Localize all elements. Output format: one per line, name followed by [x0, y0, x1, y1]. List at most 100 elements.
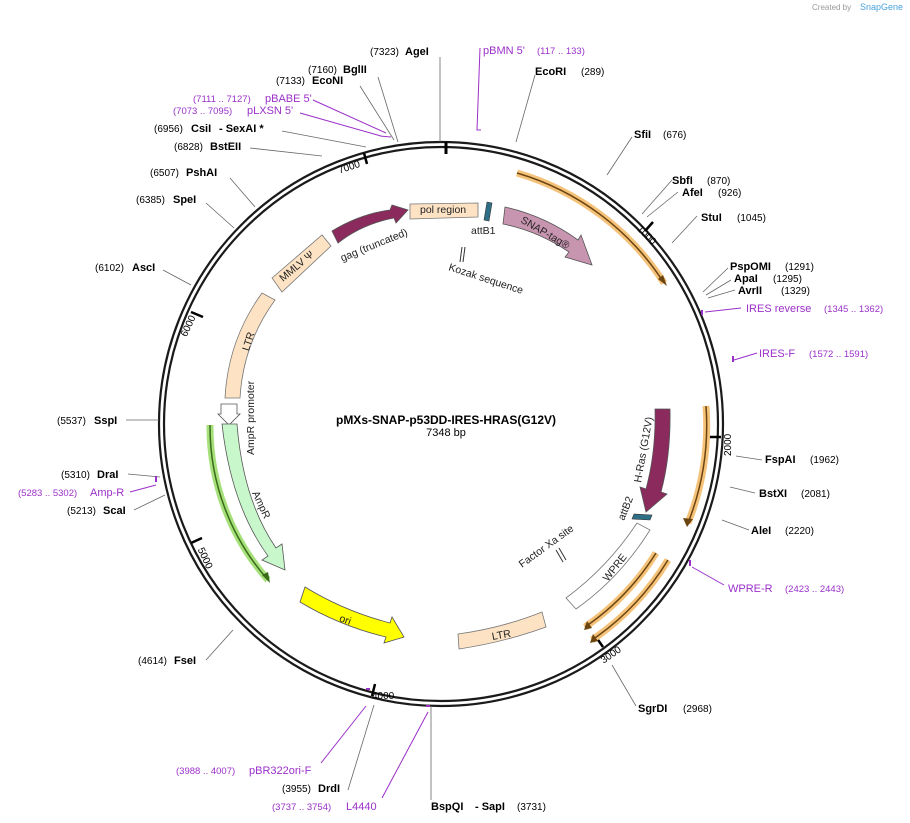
factor-xa-marker — [555, 547, 567, 563]
primer-marks — [155, 310, 734, 707]
site-pos-pshai: (6507) — [150, 168, 179, 179]
mmlv-feature — [271, 234, 332, 293]
pol-region-feature — [409, 202, 479, 220]
attb1-feature — [483, 201, 493, 222]
site-name-bstxi: BstXI — [759, 488, 787, 500]
primer-name-pbabe: pBABE 5' — [265, 93, 312, 105]
site-name-sbfi: SbfI — [672, 175, 693, 187]
hras-feature — [639, 408, 671, 513]
site-name-csii: CsiI — [191, 123, 211, 135]
primer-range-ires-f: (1572 .. 1591) — [809, 349, 868, 360]
primer-name-pbmn: pBMN 5' — [483, 45, 525, 57]
site-pos-apai: (1295) — [773, 274, 802, 285]
snap-tag-feature — [502, 206, 593, 266]
tick-5000 — [190, 536, 203, 545]
primer-labels: pBMN 5' (117 .. 133) (7111 .. 7127) pBAB… — [18, 45, 883, 813]
attb2-feature — [631, 513, 653, 521]
site-pos-asci: (6102) — [95, 263, 124, 274]
primer-range-pbr322ori: (3988 .. 4007) — [176, 766, 235, 777]
mmlv-label: MMLV Ψ — [277, 248, 316, 284]
site-pos-fspai: (1962) — [810, 455, 839, 466]
site-name-drdi: DrdI — [318, 783, 340, 795]
site-pos-sgrdi: (2968) — [683, 704, 712, 715]
wpre-feature — [565, 522, 651, 610]
site-pos-bstxi: (2081) — [801, 489, 830, 500]
primer-range-pbabe: (7111 .. 7127) — [193, 94, 251, 105]
site-pos-econi: (7133) — [276, 76, 305, 87]
tick-label-4000: 4000 — [372, 691, 395, 702]
site-pos-bsteii: (6828) — [174, 142, 203, 153]
plasmid-name: pMXs-SNAP-p53DD-IRES-HRAS(G12V) — [336, 413, 556, 427]
site-name-sspi: SspI — [94, 415, 117, 427]
primer-name-pbr322ori: pBR322ori-F — [249, 765, 312, 777]
plasmid-length: 7348 bp — [426, 427, 466, 439]
snapgene-logo: SnapGene — [860, 2, 903, 12]
site-name-avrii: AvrII — [738, 285, 762, 297]
site-pos-spei: (6385) — [136, 195, 165, 206]
backbone-ring — [157, 140, 725, 708]
ori-feature — [299, 586, 405, 644]
site-pos-fsei: (4614) — [138, 656, 167, 667]
site-pos-drdi: (3955) — [282, 784, 311, 795]
site-pos-csii: (6956) — [154, 124, 183, 135]
site-name-ecori: EcoRI — [535, 66, 566, 78]
ampr-promoter-label: AmpR promoter — [245, 380, 257, 455]
primer-range-l4440: (3737 .. 3754) — [272, 802, 331, 813]
site-pos-drai: (5310) — [61, 470, 90, 481]
site-pos-sspi: (5537) — [57, 416, 86, 427]
tick-4000 — [370, 683, 377, 697]
site-pos-bspqi: (3731) — [517, 802, 546, 813]
site-name-agei: AgeI — [405, 46, 429, 58]
tick-label-2000: 2000 — [723, 433, 734, 456]
site-pos-ecori: (289) — [581, 67, 604, 78]
outer-features — [206, 169, 711, 643]
site-name-bspqi: BspQI — [431, 801, 463, 813]
primer-name-amp-r: Amp-R — [90, 487, 124, 499]
site-name-asci: AscI — [132, 262, 155, 274]
site-leaders — [126, 57, 763, 800]
primer-range-plxsn: (7073 .. 7095) — [173, 106, 232, 117]
site-name-alei: AleI — [751, 525, 771, 537]
ltr-left-label: LTR — [240, 330, 257, 352]
credit-prefix: Created by — [812, 3, 851, 12]
site-pos-agei: (7323) — [370, 47, 399, 58]
site-name-afei: AfeI — [682, 187, 703, 199]
kozak-label: Kozak sequence — [447, 261, 525, 296]
primer-name-wpre-r: WPRE-R — [728, 583, 773, 595]
primer-name-ires-reverse: IRES reverse — [746, 303, 811, 315]
ori-label: ori — [338, 613, 353, 628]
restriction-site-labels: (7323) AgeI (7160) BglII (7133) EcoNI (6… — [57, 46, 839, 813]
site-pos-afei: (926) — [718, 188, 741, 199]
kozak-marker — [459, 246, 466, 263]
site-name-fsei: FseI — [174, 655, 196, 667]
site-name-sgrdi: SgrDI — [638, 703, 667, 715]
site-name-sapi: - SapI — [475, 801, 505, 813]
ltr-bottom-label: LTR — [491, 628, 512, 643]
factor-xa-label: Factor Xa site — [517, 523, 577, 571]
attb1-label: attB1 — [471, 225, 496, 237]
site-name-stui: StuI — [701, 212, 722, 224]
snapgene-credit: Created by SnapGene — [812, 2, 903, 12]
ltr-bottom-feature — [457, 611, 547, 650]
site-name-sfii: SfiI — [634, 129, 651, 141]
site-name-econi: EcoNI — [312, 75, 343, 87]
site-name-pspomi: PspOMI — [730, 261, 771, 273]
tick-label-6000: 6000 — [179, 313, 199, 338]
site-pos-sfii: (676) — [663, 130, 686, 141]
site-pos-scai: (5213) — [67, 506, 96, 517]
site-name-bsteii: BstEII — [210, 141, 241, 153]
site-name-scai: ScaI — [103, 505, 126, 517]
primer-range-wpre-r: (2423 .. 2443) — [785, 584, 844, 595]
primer-leaders — [129, 47, 758, 799]
pol-region-label: pol region — [420, 204, 466, 216]
site-name-fspai: FspAI — [765, 454, 796, 466]
site-name-sexai: - SexAI * — [219, 123, 264, 135]
tick-6000 — [190, 310, 204, 319]
gag-feature — [331, 204, 409, 244]
primer-range-ires-reverse: (1345 .. 1362) — [824, 304, 883, 315]
site-pos-avrii: (1329) — [781, 286, 810, 297]
site-name-apai: ApaI — [734, 273, 758, 285]
tick-1000 — [644, 221, 654, 232]
site-pos-pspomi: (1291) — [785, 262, 814, 273]
